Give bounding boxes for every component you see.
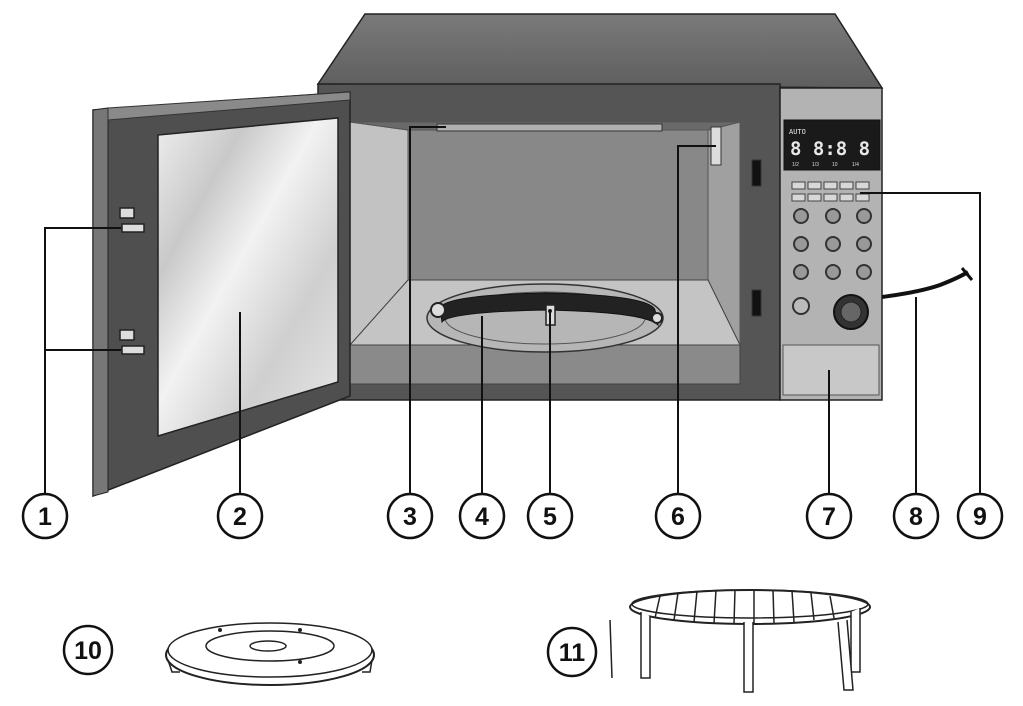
leader-lines: [44, 126, 981, 494]
callout-10: 10: [62, 624, 114, 676]
display-auto-label: AUTO: [789, 128, 806, 136]
svg-text:7: 7: [822, 503, 836, 531]
svg-text:6: 6: [671, 503, 685, 531]
display-window: [783, 119, 881, 171]
callout-4: 4: [458, 492, 506, 540]
cabinet-top: [316, 13, 884, 89]
svg-text:1: 1: [38, 503, 52, 531]
power-cord: [881, 270, 970, 299]
function-buttons[interactable]: [791, 181, 870, 202]
display-digits: 8 8:8 8: [790, 138, 870, 160]
door-safety-slot-lower: [751, 289, 762, 317]
grill-heater: [436, 123, 663, 132]
callout-11: 11: [546, 626, 598, 678]
callout-6: 6: [654, 492, 702, 540]
display-indicator-2: 1/3: [812, 162, 819, 168]
svg-text:10: 10: [74, 637, 102, 665]
svg-text:11: 11: [559, 639, 586, 667]
door-latch-upper: [119, 207, 145, 233]
svg-text:9: 9: [973, 503, 987, 531]
door: [92, 91, 351, 498]
svg-text:3: 3: [403, 503, 417, 531]
callout-5: 5: [526, 492, 574, 540]
callout-3: 3: [386, 492, 434, 540]
door-window: [157, 117, 339, 438]
callout-2: 2: [216, 492, 264, 540]
accessory-glass-turntable: [165, 622, 375, 686]
door-open-panel: [782, 344, 880, 396]
svg-text:2: 2: [233, 503, 247, 531]
round-buttons[interactable]: [792, 208, 872, 315]
display-indicator-1: 1/2: [792, 162, 799, 168]
accessory-high-rack: [609, 589, 871, 693]
svg-text:8: 8: [909, 503, 923, 531]
svg-text:4: 4: [475, 503, 489, 531]
turntable: [426, 283, 664, 353]
display-indicator-3: 10: [832, 162, 838, 168]
svg-text:5: 5: [543, 503, 557, 531]
microwave-body: AUTO 8 8:8 8 1/2 1/3 10 1/4: [316, 13, 974, 401]
callout-7: 7: [805, 492, 853, 540]
callout-1: 1: [21, 492, 69, 540]
door-safety-slot-upper: [751, 159, 762, 187]
display-indicator-4: 1/4: [852, 162, 859, 168]
oven-cavity: [348, 121, 762, 385]
callout-9: 9: [956, 492, 1004, 540]
door-latch-lower: [119, 329, 145, 355]
callout-8: 8: [892, 492, 940, 540]
control-panel: AUTO 8 8:8 8 1/2 1/3 10 1/4: [779, 87, 883, 401]
